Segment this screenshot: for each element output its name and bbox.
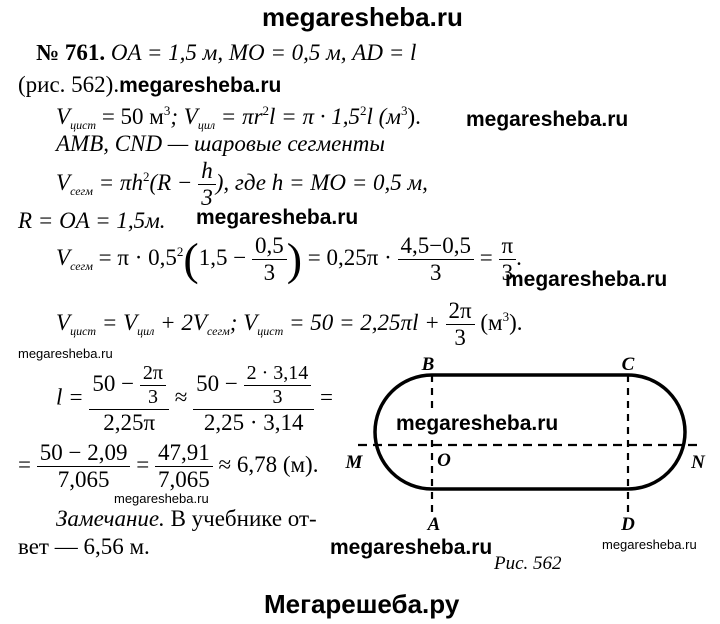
watermark-inline-2: megaresheba.ru — [466, 108, 629, 131]
watermark-small-2: megaresheba.ru — [114, 491, 209, 506]
figure-caption: Рис. 562 — [494, 553, 562, 574]
label-n: N — [690, 452, 706, 473]
label-c: C — [622, 354, 635, 375]
label-o: O — [437, 450, 451, 471]
watermark-small-1: megaresheba.ru — [18, 346, 113, 361]
watermark-inline-3: megaresheba.ru — [196, 206, 359, 229]
problem-number: № 761. — [36, 40, 106, 65]
volume-line: Vцист = 50 м3; Vцил = πr2l = π · 1,52l (… — [56, 103, 421, 132]
figure-reference: (рис. 562).megaresheba.ru — [18, 72, 281, 98]
segments-line: AMB, CND — шаровые сегменты — [56, 131, 385, 156]
label-d: D — [620, 514, 635, 535]
note: Замечание. В учебнике от- — [56, 506, 317, 531]
figure-ref-text: (рис. 562). — [18, 72, 120, 97]
watermark-inline-4: megaresheba.ru — [505, 268, 668, 291]
watermark-small-3: megaresheba.ru — [602, 537, 697, 552]
watermark-top: megaresheba.ru — [262, 2, 463, 32]
label-a: A — [427, 514, 441, 535]
total-volume-line: Vцист = Vцил + 2Vсегм; Vцист = 50 = 2,25… — [56, 298, 523, 350]
watermark-figure: megaresheba.ru — [394, 412, 561, 436]
stadium-outline — [373, 373, 687, 491]
watermark-inline-1: megaresheba.ru — [119, 74, 282, 97]
problem-given: OA = 1,5 м, MO = 0,5 м, AD = l — [110, 40, 417, 65]
note-label: Замечание. — [56, 506, 165, 531]
watermark-figure-bottom: megaresheba.ru — [330, 536, 493, 559]
label-b: B — [421, 354, 435, 375]
note-continued: вет — 6,56 м. — [18, 534, 150, 559]
problem-statement: № 761. OA = 1,5 м, MO = 0,5 м, AD = l — [36, 40, 416, 66]
radius-line: R = OA = 1,5м. — [18, 208, 166, 233]
footer-watermark: Мегарешеба.ру — [264, 589, 460, 619]
label-m: M — [345, 452, 364, 473]
stadium-figure: B C M O N A D — [345, 354, 707, 535]
